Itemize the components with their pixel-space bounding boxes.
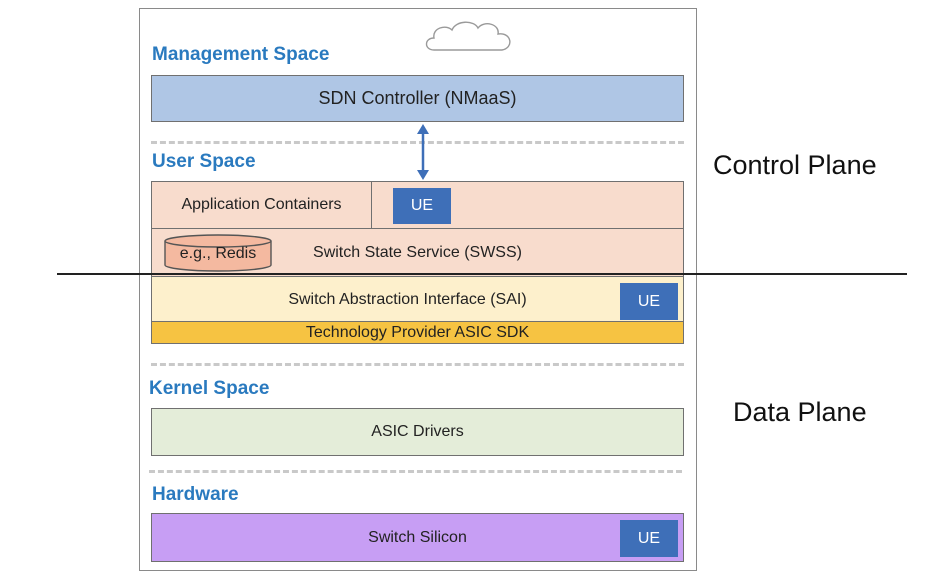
kernel-space-title: Kernel Space: [149, 378, 270, 399]
divider-kernel-hardware: [149, 470, 682, 473]
asic-drivers-box: ASIC Drivers: [151, 408, 684, 456]
swss-label: Switch State Service (SWSS): [313, 243, 522, 261]
divider-management-user: [151, 141, 684, 144]
database-cylinder-icon: [164, 234, 272, 272]
sai-box: Switch Abstraction Interface (SAI): [151, 277, 684, 323]
sai-label: Switch Abstraction Interface (SAI): [288, 290, 527, 308]
asic-sdk-box: Technology Provider ASIC SDK: [151, 321, 684, 344]
control-plane-label: Control Plane: [713, 150, 877, 180]
user-space-title: User Space: [152, 151, 256, 172]
management-space-title: Management Space: [152, 44, 330, 65]
data-plane-label: Data Plane: [733, 397, 867, 427]
application-containers-label: Application Containers: [181, 196, 342, 213]
ue-badge-app: UE: [393, 188, 451, 224]
sdn-controller-label: SDN Controller (NMaaS): [318, 88, 517, 108]
asic-sdk-label: Technology Provider ASIC SDK: [305, 323, 530, 341]
divider-user-kernel: [151, 363, 684, 366]
ue-badge-sai: UE: [620, 283, 678, 320]
asic-drivers-label: ASIC Drivers: [371, 423, 464, 440]
switch-silicon-box: Switch Silicon: [151, 513, 684, 562]
hardware-title: Hardware: [152, 484, 239, 505]
plane-divider-line: [57, 273, 907, 275]
double-arrow-icon: [417, 124, 429, 180]
cloud-icon: [425, 21, 511, 51]
redis-label: e.g., Redis: [179, 245, 257, 262]
application-containers-box: Application Containers: [151, 181, 372, 229]
switch-silicon-label: Switch Silicon: [368, 528, 467, 546]
ue-badge-silicon: UE: [620, 520, 678, 557]
sdn-controller-box: SDN Controller (NMaaS): [151, 75, 684, 122]
